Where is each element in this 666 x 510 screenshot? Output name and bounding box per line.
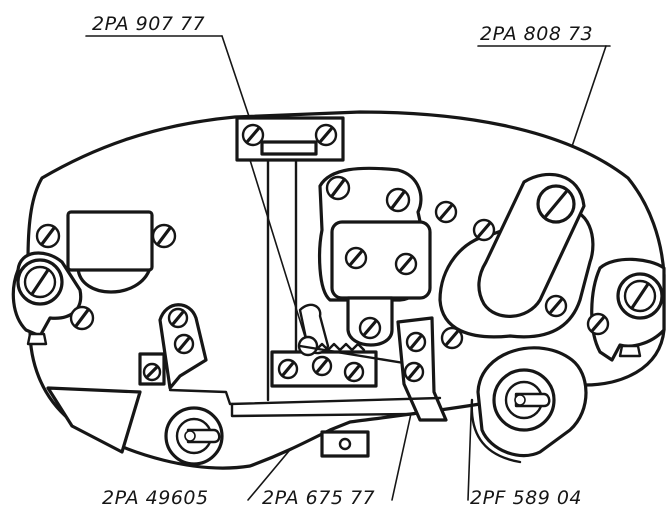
top-bracket-screw-right-slot: [318, 126, 334, 144]
left-lug-foot: [26, 332, 48, 346]
label-2pa-80873: 2PA 808 73: [480, 23, 593, 45]
tongue-screw-slot: [362, 319, 378, 337]
lower-bar-screw-b-slot: [315, 358, 329, 374]
lower-left-post-screw-slot: [145, 365, 159, 379]
pointer-wire: [249, 159, 307, 341]
top-bracket-slot: [260, 140, 318, 156]
lower-bar-screw-c-slot: [347, 364, 361, 380]
lower-left-terminal-tab: [186, 428, 221, 444]
right-clip-screw-bottom-slot: [407, 364, 421, 380]
right-lug-foot: [618, 344, 642, 358]
coil-screw-right-slot: [156, 226, 172, 246]
lower-ledge-line: [168, 388, 442, 406]
back-plate-screw-b-slot: [390, 190, 406, 210]
left-lug-screw-slot: [30, 268, 50, 296]
label-2pa-49605: 2PA 49605: [102, 487, 209, 509]
lower-left-arm-screw-top-slot: [171, 310, 185, 326]
right-lug-screw-slot: [630, 282, 650, 310]
lower-left-terminal-hole: [184, 430, 196, 442]
arm-left-screw-mid-slot: [476, 221, 492, 239]
arm-top-screw-slot: [544, 190, 568, 218]
lower-right-edge-curve: [470, 398, 522, 464]
label-2pa-90777: 2PA 907 77: [92, 13, 205, 35]
arm-foot-screw-slot: [444, 329, 460, 347]
leader-2pa-67577: [391, 399, 415, 501]
left-lower-plate: [46, 386, 142, 454]
lower-left-arm-screw-bottom-slot: [177, 336, 191, 352]
label-2pa-67577: 2PA 675 77: [262, 487, 375, 509]
label-2pf-58904: 2PF 589 04: [470, 487, 582, 509]
lower-ledge-step: [230, 402, 416, 418]
bottom-center-hole: [338, 437, 352, 451]
far-right-screw-slot: [590, 315, 606, 333]
center-block-screw-left-slot: [348, 249, 364, 267]
coil-block: [66, 210, 154, 272]
coil-screw-left-slot: [40, 226, 56, 246]
right-clip-screw-top-slot: [409, 334, 423, 350]
center-block-screw-right-slot: [398, 255, 414, 273]
return-spring: [314, 342, 366, 352]
lower-right-terminal-hole: [514, 394, 526, 406]
lower-left-screw-slot: [74, 308, 90, 328]
arm-left-screw-top-slot: [438, 203, 454, 221]
arm-lower-screw-slot: [548, 297, 564, 315]
lower-bar-screw-a-slot: [281, 361, 295, 377]
top-bracket-screw-left-slot: [245, 126, 261, 144]
back-plate-screw-a-slot: [330, 178, 346, 198]
